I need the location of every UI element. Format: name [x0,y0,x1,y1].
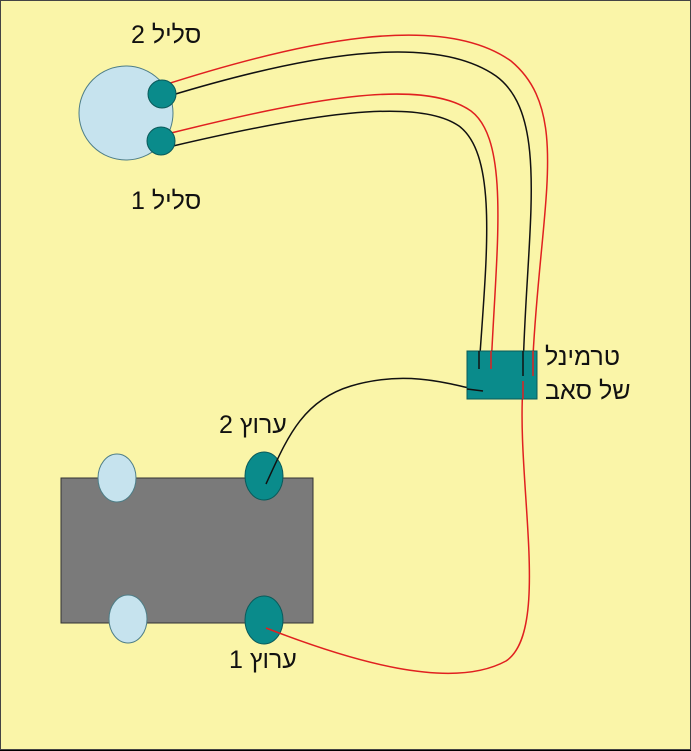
wire-coil1-red [170,93,499,370]
coil-2-label: סליל 2 [131,21,202,49]
sub-terminal-label-line1: טרמינל [545,343,621,371]
wire-channel1-red [265,385,531,675]
channel-2-port [244,451,284,501]
channel-1-label: ערוץ 1 [229,646,297,674]
wire-coil2-red [160,34,549,357]
channel-1-port [244,595,284,645]
sub-terminal-block [466,350,538,400]
amplifier-port-bottom-left [108,594,148,644]
coil2-terminal [147,79,177,109]
terminal-wire-end-black-3 [466,388,484,392]
coil-1-label: סליל 1 [131,187,202,215]
channel-2-label: ערוץ 2 [219,411,287,439]
sub-terminal-label-line2: של סאב [545,377,631,405]
wire-coil1-black [172,110,488,370]
coil1-terminal [146,126,176,156]
amplifier-port-top-left [97,453,137,503]
wire-channel2-black [265,377,482,485]
wire-coil2-black [168,51,532,374]
